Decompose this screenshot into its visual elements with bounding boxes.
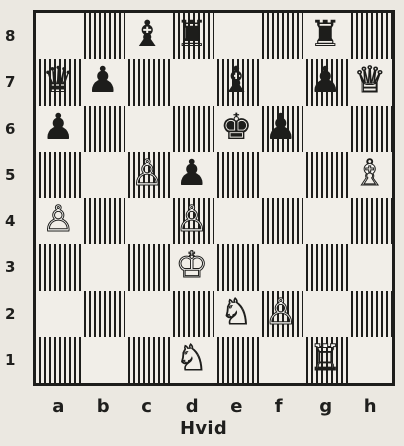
file-label-b: b [97, 396, 110, 417]
board-square-b8[interactable] [81, 13, 126, 59]
board-square-f7[interactable] [259, 59, 304, 105]
file-label-a: a [52, 396, 64, 417]
board-square-d6[interactable] [170, 106, 215, 152]
board-square-c1[interactable] [125, 337, 170, 383]
board-square-f8[interactable] [259, 13, 304, 59]
file-label-f: f [275, 396, 283, 417]
board-square-e3[interactable] [214, 244, 259, 290]
board-square-h4[interactable] [348, 198, 393, 244]
file-label-e: e [230, 396, 242, 417]
board-square-a3[interactable] [36, 244, 81, 290]
board-square-f4[interactable] [259, 198, 304, 244]
board-square-e8[interactable] [214, 13, 259, 59]
board-square-b4[interactable] [81, 198, 126, 244]
board-square-g8[interactable] [303, 13, 348, 59]
chess-board: ♝♜♜♛♟♝♟♕♟♚♟♙♟♗♙♙♔♘♙♘♖ [33, 10, 395, 386]
board-square-f3[interactable] [259, 244, 304, 290]
file-label-h: h [364, 396, 377, 417]
board-square-b3[interactable] [81, 244, 126, 290]
board-square-h5[interactable] [348, 152, 393, 198]
board-square-c4[interactable] [125, 198, 170, 244]
file-label-d: d [186, 396, 199, 417]
board-square-g5[interactable] [303, 152, 348, 198]
board-square-d7[interactable] [170, 59, 215, 105]
board-square-e2[interactable] [214, 291, 259, 337]
rank-label-7: 7 [5, 73, 15, 91]
board-square-a8[interactable] [36, 13, 81, 59]
board-square-a2[interactable] [36, 291, 81, 337]
board-square-b2[interactable] [81, 291, 126, 337]
board-square-f2[interactable] [259, 291, 304, 337]
rank-label-3: 3 [5, 258, 15, 276]
rank-label-4: 4 [5, 212, 15, 230]
board-square-e6[interactable] [214, 106, 259, 152]
board-square-b7[interactable] [81, 59, 126, 105]
board-square-a1[interactable] [36, 337, 81, 383]
rank-label-2: 2 [5, 305, 15, 323]
rank-label-1: 1 [5, 351, 15, 369]
board-square-h7[interactable] [348, 59, 393, 105]
file-label-c: c [141, 396, 152, 417]
board-square-f6[interactable] [259, 106, 304, 152]
board-square-a7[interactable] [36, 59, 81, 105]
board-square-f5[interactable] [259, 152, 304, 198]
board-square-h3[interactable] [348, 244, 393, 290]
board-square-h1[interactable] [348, 337, 393, 383]
board-square-a5[interactable] [36, 152, 81, 198]
board-square-e4[interactable] [214, 198, 259, 244]
board-square-c5[interactable] [125, 152, 170, 198]
board-square-d8[interactable] [170, 13, 215, 59]
rank-label-6: 6 [5, 120, 15, 138]
rank-label-5: 5 [5, 166, 15, 184]
board-square-e7[interactable] [214, 59, 259, 105]
board-square-h2[interactable] [348, 291, 393, 337]
board-square-a6[interactable] [36, 106, 81, 152]
board-square-d2[interactable] [170, 291, 215, 337]
board-square-a4[interactable] [36, 198, 81, 244]
board-square-c3[interactable] [125, 244, 170, 290]
board-square-g2[interactable] [303, 291, 348, 337]
board-square-e5[interactable] [214, 152, 259, 198]
board-square-g4[interactable] [303, 198, 348, 244]
board-square-g7[interactable] [303, 59, 348, 105]
board-square-g1[interactable] [303, 337, 348, 383]
file-label-g: g [319, 396, 332, 417]
board-square-c8[interactable] [125, 13, 170, 59]
board-square-g3[interactable] [303, 244, 348, 290]
board-square-d1[interactable] [170, 337, 215, 383]
board-square-b1[interactable] [81, 337, 126, 383]
board-square-c7[interactable] [125, 59, 170, 105]
rank-label-8: 8 [5, 27, 15, 45]
board-square-b5[interactable] [81, 152, 126, 198]
board-square-d4[interactable] [170, 198, 215, 244]
board-square-d5[interactable] [170, 152, 215, 198]
board-square-b6[interactable] [81, 106, 126, 152]
board-square-h8[interactable] [348, 13, 393, 59]
board-square-c6[interactable] [125, 106, 170, 152]
board-square-c2[interactable] [125, 291, 170, 337]
board-square-e1[interactable] [214, 337, 259, 383]
board-caption: Hvid [180, 418, 227, 439]
board-square-h6[interactable] [348, 106, 393, 152]
board-square-g6[interactable] [303, 106, 348, 152]
board-square-d3[interactable] [170, 244, 215, 290]
board-square-f1[interactable] [259, 337, 304, 383]
